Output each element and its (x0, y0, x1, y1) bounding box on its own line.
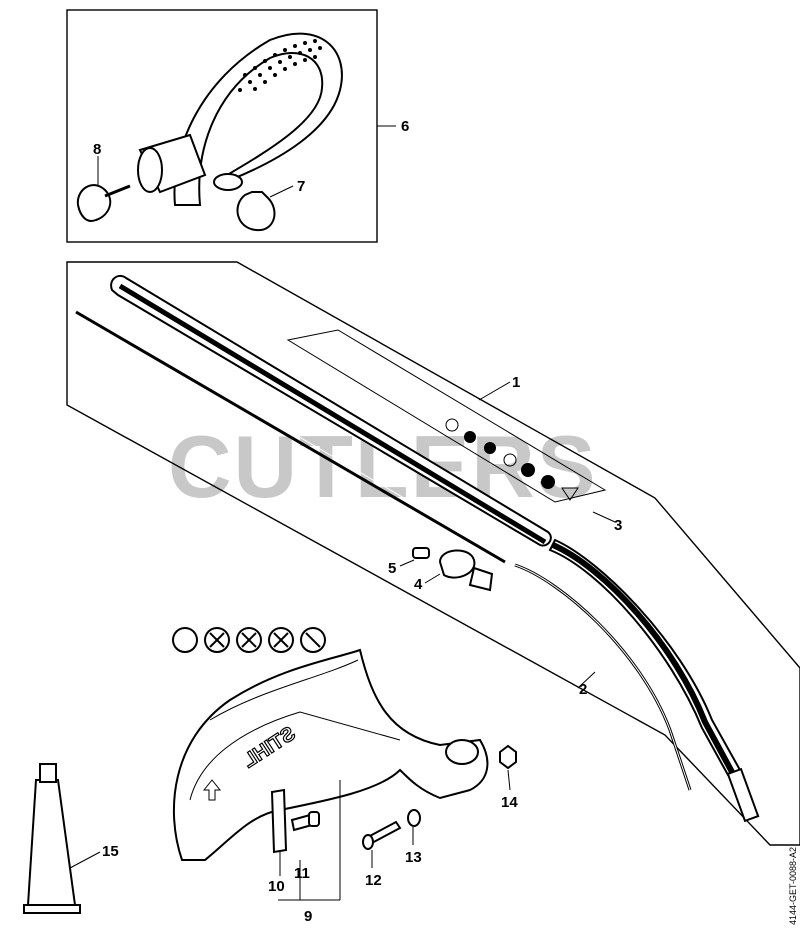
callout-10: 10 (268, 878, 285, 895)
deflector-guard (172, 648, 489, 861)
tube-label (286, 329, 607, 503)
callout-9: 9 (304, 908, 312, 925)
grease-tube (26, 779, 77, 906)
hex-nut (499, 744, 517, 770)
callout-11: 11 (294, 865, 310, 882)
callout-numbers: 1 2 3 4 5 6 7 8 9 10 11 12 13 14 15 (93, 118, 622, 925)
line-head-icon (172, 627, 198, 653)
tube-end-fitting (726, 767, 760, 823)
callout-1: 1 (512, 374, 520, 391)
clamp-screw (412, 547, 430, 559)
callout-4: 4 (414, 576, 423, 593)
callout-7: 7 (297, 178, 305, 195)
tube-clamp (438, 549, 494, 592)
callout-8: 8 (93, 141, 101, 158)
callout-12: 12 (365, 872, 382, 889)
deflector-group: STIHL (23, 627, 517, 914)
callout-13: 13 (405, 849, 422, 866)
loop-handle-group (66, 9, 396, 243)
washer (407, 809, 421, 827)
handle-foot (213, 173, 243, 191)
shaft-group (66, 261, 800, 846)
loop-handle (173, 32, 343, 206)
grip-dots (238, 39, 322, 92)
shaft-frame (66, 261, 800, 846)
callout-14: 14 (501, 794, 518, 811)
handle-clip (236, 191, 276, 232)
line-limiter-blade (270, 788, 288, 854)
housing-bore (137, 147, 163, 193)
grease-tube-cap (39, 763, 57, 783)
wing-screw (76, 184, 112, 222)
callout-15: 15 (102, 843, 119, 860)
cutting-tool-icons (172, 627, 326, 653)
guard-clamp-ring (445, 739, 479, 765)
callout-5: 5 (388, 560, 396, 577)
label-symbols (445, 418, 579, 501)
rotation-arrow-icon (202, 779, 222, 801)
drawing-code: 4144-GET-0088-A2 (788, 847, 798, 925)
callout-3: 3 (614, 517, 622, 534)
callout-2: 2 (579, 681, 587, 698)
callout-6: 6 (401, 118, 409, 135)
